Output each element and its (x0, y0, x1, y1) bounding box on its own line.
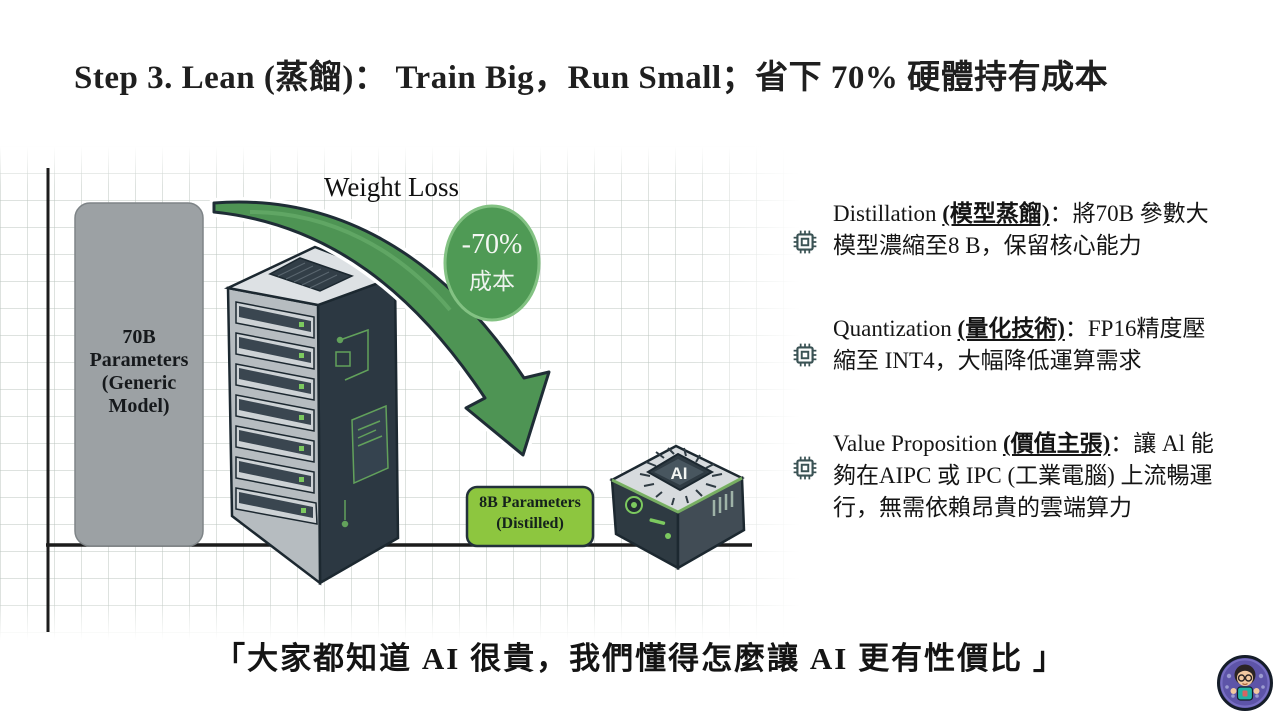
big-model-bar (74, 202, 204, 547)
bullet-rest: ：讓 Al 能夠在AIPC 或 IPC (工業電腦) 上流暢運行，無需依賴昂貴的… (833, 431, 1214, 520)
grid-fade-right (690, 146, 800, 640)
bullet-term: (價值主張) (1002, 431, 1111, 456)
bullet-term: (模型蒸餾) (942, 201, 1050, 226)
cost-badge-value: -70% (461, 229, 523, 260)
bullet-term: (量化技術) (957, 316, 1065, 341)
chip-icon (793, 456, 817, 480)
bottom-quote: 「大家都知道 AI 很貴，我們懂得怎麼讓 AI 更有性價比 」 (214, 641, 1066, 676)
creator-avatar (1217, 655, 1273, 711)
weight-loss-arrow (209, 197, 554, 460)
small-model-box (465, 485, 595, 548)
weight-loss-label: Weight Loss (324, 172, 460, 202)
distillation-diagram: AI (46, 168, 752, 632)
grid-fade-bottom (0, 600, 800, 640)
server-rack-illustration (223, 245, 400, 586)
server-slats (235, 301, 318, 525)
cost-badge-circle (443, 204, 541, 322)
svg-text:AI: AI (671, 464, 688, 483)
bullet-rest: ：將70B 參數大模型濃縮至8 B，保留核心能力 (833, 201, 1209, 258)
bullet-quantization: Quantization (量化技術)：FP16精度壓縮至 INT4，大幅降低運… (833, 313, 1221, 377)
slide-title: Step 3. Lean (蒸餾)： Train Big，Run Small；省… (74, 60, 1109, 96)
big-model-bar-label: 70B Parameters (Generic Model) (89, 326, 189, 417)
small-model-box-label: 8B Parameters (Distilled) (479, 494, 581, 532)
bullet-lead: Distillation (833, 201, 943, 226)
bullet-rest: ：FP16精度壓縮至 INT4，大幅降低運算需求 (833, 316, 1206, 373)
ai-chip: AI (639, 447, 723, 506)
bullet-lead: Value Proposition (833, 431, 1003, 456)
bullet-distillation: Distillation (模型蒸餾)：將70B 參數大模型濃縮至8 B，保留核… (833, 198, 1221, 262)
bullet-value-proposition: Value Proposition (價值主張)：讓 Al 能夠在AIPC 或 … (833, 428, 1221, 524)
bullet-lead: Quantization (833, 316, 958, 341)
cost-badge-caption: 成本 (469, 269, 515, 294)
mini-pc-illustration: AI (609, 444, 746, 571)
chip-icon (793, 343, 817, 367)
grid-fade-top (0, 146, 800, 186)
chip-icon (793, 230, 817, 254)
circuit-traces (335, 328, 389, 528)
